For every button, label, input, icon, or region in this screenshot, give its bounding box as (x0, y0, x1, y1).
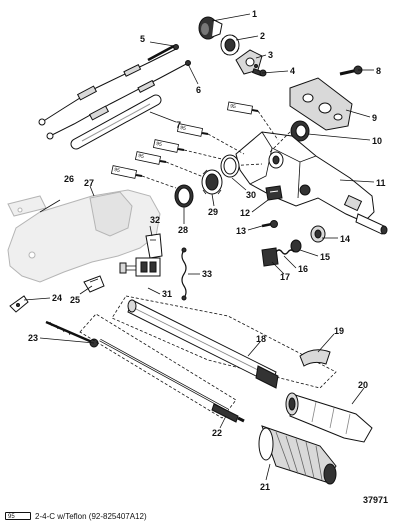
lube-line (257, 110, 279, 141)
callout-25: 25 (70, 295, 80, 305)
callout-27: 27 (84, 178, 94, 188)
throttle-cable-5 (38, 44, 179, 126)
grease-tube-label: 95 (114, 167, 121, 174)
callout-9: 9 (372, 113, 377, 123)
lube-line (165, 161, 207, 179)
shaft-18 (127, 299, 279, 389)
clip-12 (265, 185, 283, 201)
assembly-outline (79, 313, 237, 419)
callout-7: 7 (176, 120, 181, 130)
callout-24: 24 (52, 293, 62, 303)
callout-10: 10 (372, 136, 382, 146)
callout-14: 14 (340, 234, 350, 244)
friction-plate-3 (235, 49, 263, 75)
callout-23: 23 (28, 333, 38, 343)
callout-26: 26 (64, 174, 74, 184)
grease-tube-c: 95 (152, 139, 185, 153)
callout-12: 12 (240, 208, 250, 218)
legend-tube-icon: 95 (5, 512, 31, 520)
callout-15: 15 (320, 252, 330, 262)
callout-5: 5 (140, 34, 145, 44)
bolt-23 (45, 320, 99, 348)
callout-22: 22 (212, 428, 222, 438)
callout-17: 17 (280, 272, 290, 282)
grease-tube-d: 95 (134, 151, 167, 165)
diagram-number: 37971 (362, 495, 388, 505)
washer-30 (220, 154, 240, 178)
callout-19: 19 (334, 326, 344, 336)
bracket-32 (145, 233, 163, 259)
lubricant-legend: 95 2-4-C w/Teflon (92-825407A12) (5, 509, 147, 523)
grip-20 (285, 392, 373, 443)
nut-15 (290, 239, 302, 253)
friction-knob-1 (198, 16, 223, 40)
grease-tube-b: 95 (176, 123, 209, 137)
hose-7 (70, 94, 162, 150)
cover-plate-9 (289, 77, 353, 131)
tiller-housing-11 (235, 131, 388, 235)
screw-4 (251, 68, 267, 77)
grease-tube-e: 95 (110, 165, 143, 179)
callout-8: 8 (376, 66, 381, 76)
callout-16: 16 (298, 264, 308, 274)
callout-1: 1 (252, 9, 257, 19)
callout-3: 3 (268, 50, 273, 60)
callout-21: 21 (260, 482, 270, 492)
callout-32: 32 (150, 215, 160, 225)
shift-cable-6 (46, 60, 191, 140)
callout-30: 30 (246, 190, 256, 200)
screw-13 (261, 220, 278, 228)
grease-tube-label: 95 (230, 103, 237, 110)
spring-16 (275, 249, 295, 255)
grease-tube-label: 95 (156, 141, 163, 148)
callout-numbers: 1 2 3 4 5 6 7 8 9 10 11 12 13 14 15 16 1… (28, 9, 386, 492)
seal-10 (290, 120, 310, 142)
switch-31 (119, 257, 161, 277)
grease-tube-label: 95 (180, 125, 187, 132)
lube-line (207, 133, 245, 155)
throttle-grip-21 (258, 425, 337, 485)
ring-28 (174, 184, 194, 208)
grease-tube-label: 95 (138, 153, 145, 160)
callout-29: 29 (208, 207, 218, 217)
bushing-29 (201, 169, 223, 195)
callout-28: 28 (178, 225, 188, 235)
bushing-14 (310, 225, 326, 243)
grease-tube-a: 95 (227, 101, 259, 115)
engine-block-ghost (7, 189, 161, 283)
callout-4: 4 (290, 66, 295, 76)
cable-22 (99, 338, 245, 423)
callout-11: 11 (376, 178, 386, 188)
callout-33: 33 (202, 269, 212, 279)
bracket-24 (9, 295, 29, 313)
leader-lines (23, 13, 375, 481)
friction-gear-2 (220, 34, 240, 56)
callout-18: 18 (256, 334, 266, 344)
callout-31: 31 (162, 289, 172, 299)
lube-line (141, 175, 177, 189)
lube-line (183, 149, 227, 161)
callout-6: 6 (196, 85, 201, 95)
wire-33 (181, 247, 187, 301)
legend-text: 2-4-C w/Teflon (92-825407A12) (35, 511, 147, 521)
knob-17 (261, 247, 279, 267)
callout-20: 20 (358, 380, 368, 390)
callout-2: 2 (260, 31, 265, 41)
callout-13: 13 (236, 226, 246, 236)
sleeve-19 (299, 349, 331, 367)
